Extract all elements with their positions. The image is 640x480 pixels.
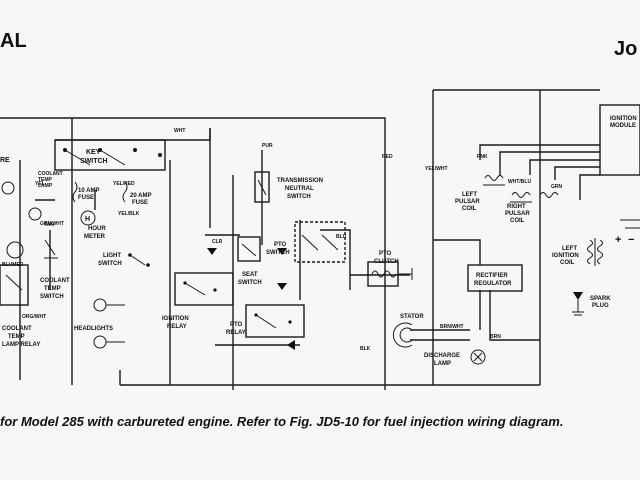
coolant-temp-switch (44, 239, 58, 259)
wire-tag-red: RED (382, 154, 393, 160)
rectifier-regulator (467, 264, 523, 292)
spark-plug (572, 292, 584, 316)
unlabeled-coil (539, 192, 559, 198)
wire-tag-clr: CLR (212, 239, 223, 245)
diodes (207, 248, 287, 290)
twenty-amp-fuse (122, 181, 128, 203)
stator-label: STATOR (400, 314, 424, 320)
discharge-lamp (470, 349, 486, 365)
wire-tag-wht: WHT (174, 128, 185, 134)
wire-tag-grn: GRN (551, 184, 563, 190)
battery-terminals (620, 219, 640, 229)
ignition-module (599, 104, 640, 176)
wire-tag-brn: BRN (490, 334, 501, 340)
light-switch (128, 253, 150, 267)
ignition-relay (174, 272, 234, 306)
pto-clutch (367, 261, 413, 287)
pto-switch (294, 221, 346, 263)
wire-tag-yel-wht: YEL/WHT (425, 166, 448, 172)
wire-tag-pnk: PNK (477, 154, 488, 160)
transmission-neutral-switch (254, 171, 270, 203)
minus-symbol: − (628, 234, 634, 246)
svg-text:H: H (85, 216, 90, 223)
ten-amp-fuse (72, 181, 78, 203)
hour-meter: H (80, 210, 96, 226)
blumed-component (6, 241, 24, 259)
wire-tag-wht-blu: WHT/BLU (508, 179, 531, 185)
wire-tag-blu: BLU (336, 234, 347, 240)
seat-switch (237, 236, 261, 262)
wire-tag-grn-wht: GRN/WHT (40, 221, 64, 227)
tan-label: TAN (44, 222, 54, 228)
left-ignition-coil (587, 238, 603, 266)
blumed-label: BLUMED (2, 262, 24, 268)
coolant-temp-lamp (1, 181, 42, 221)
pto-relay (245, 304, 305, 350)
wire-tag-yel-red: YEL/RED (113, 181, 135, 187)
wire-tag-pur: PUR (262, 143, 273, 149)
wire-tag-blk: BLK (360, 346, 371, 352)
re-label: RE (0, 157, 10, 164)
headlights (93, 298, 125, 349)
header-right-fragment: Jo (614, 38, 638, 60)
wire-color-tags: WHT PUR RED YEL/WHT YEL YEL/RED YEL/BLK … (22, 128, 563, 352)
wire-network (0, 89, 600, 390)
right-pulsar-coil (510, 192, 532, 203)
wire-tag-org-wht: ORG/WHT (22, 314, 46, 320)
stator (392, 322, 413, 348)
wire-tag-yel: YEL (35, 181, 45, 187)
wire-tag-brn-wht: BRN/WHT (440, 324, 464, 330)
coolant-temp-lamp-relay (0, 264, 29, 306)
key-switch (54, 139, 166, 171)
wire-tag-yel-blk: YEL/BLK (118, 211, 140, 217)
headlights-label: HEADLIGHTS (74, 326, 113, 332)
header-left-fragment: AL (0, 30, 27, 52)
plus-symbol: + (615, 234, 621, 246)
figure-caption: for Model 285 with carbureted engine. Re… (0, 414, 564, 429)
left-pulsar-coil (483, 175, 505, 186)
